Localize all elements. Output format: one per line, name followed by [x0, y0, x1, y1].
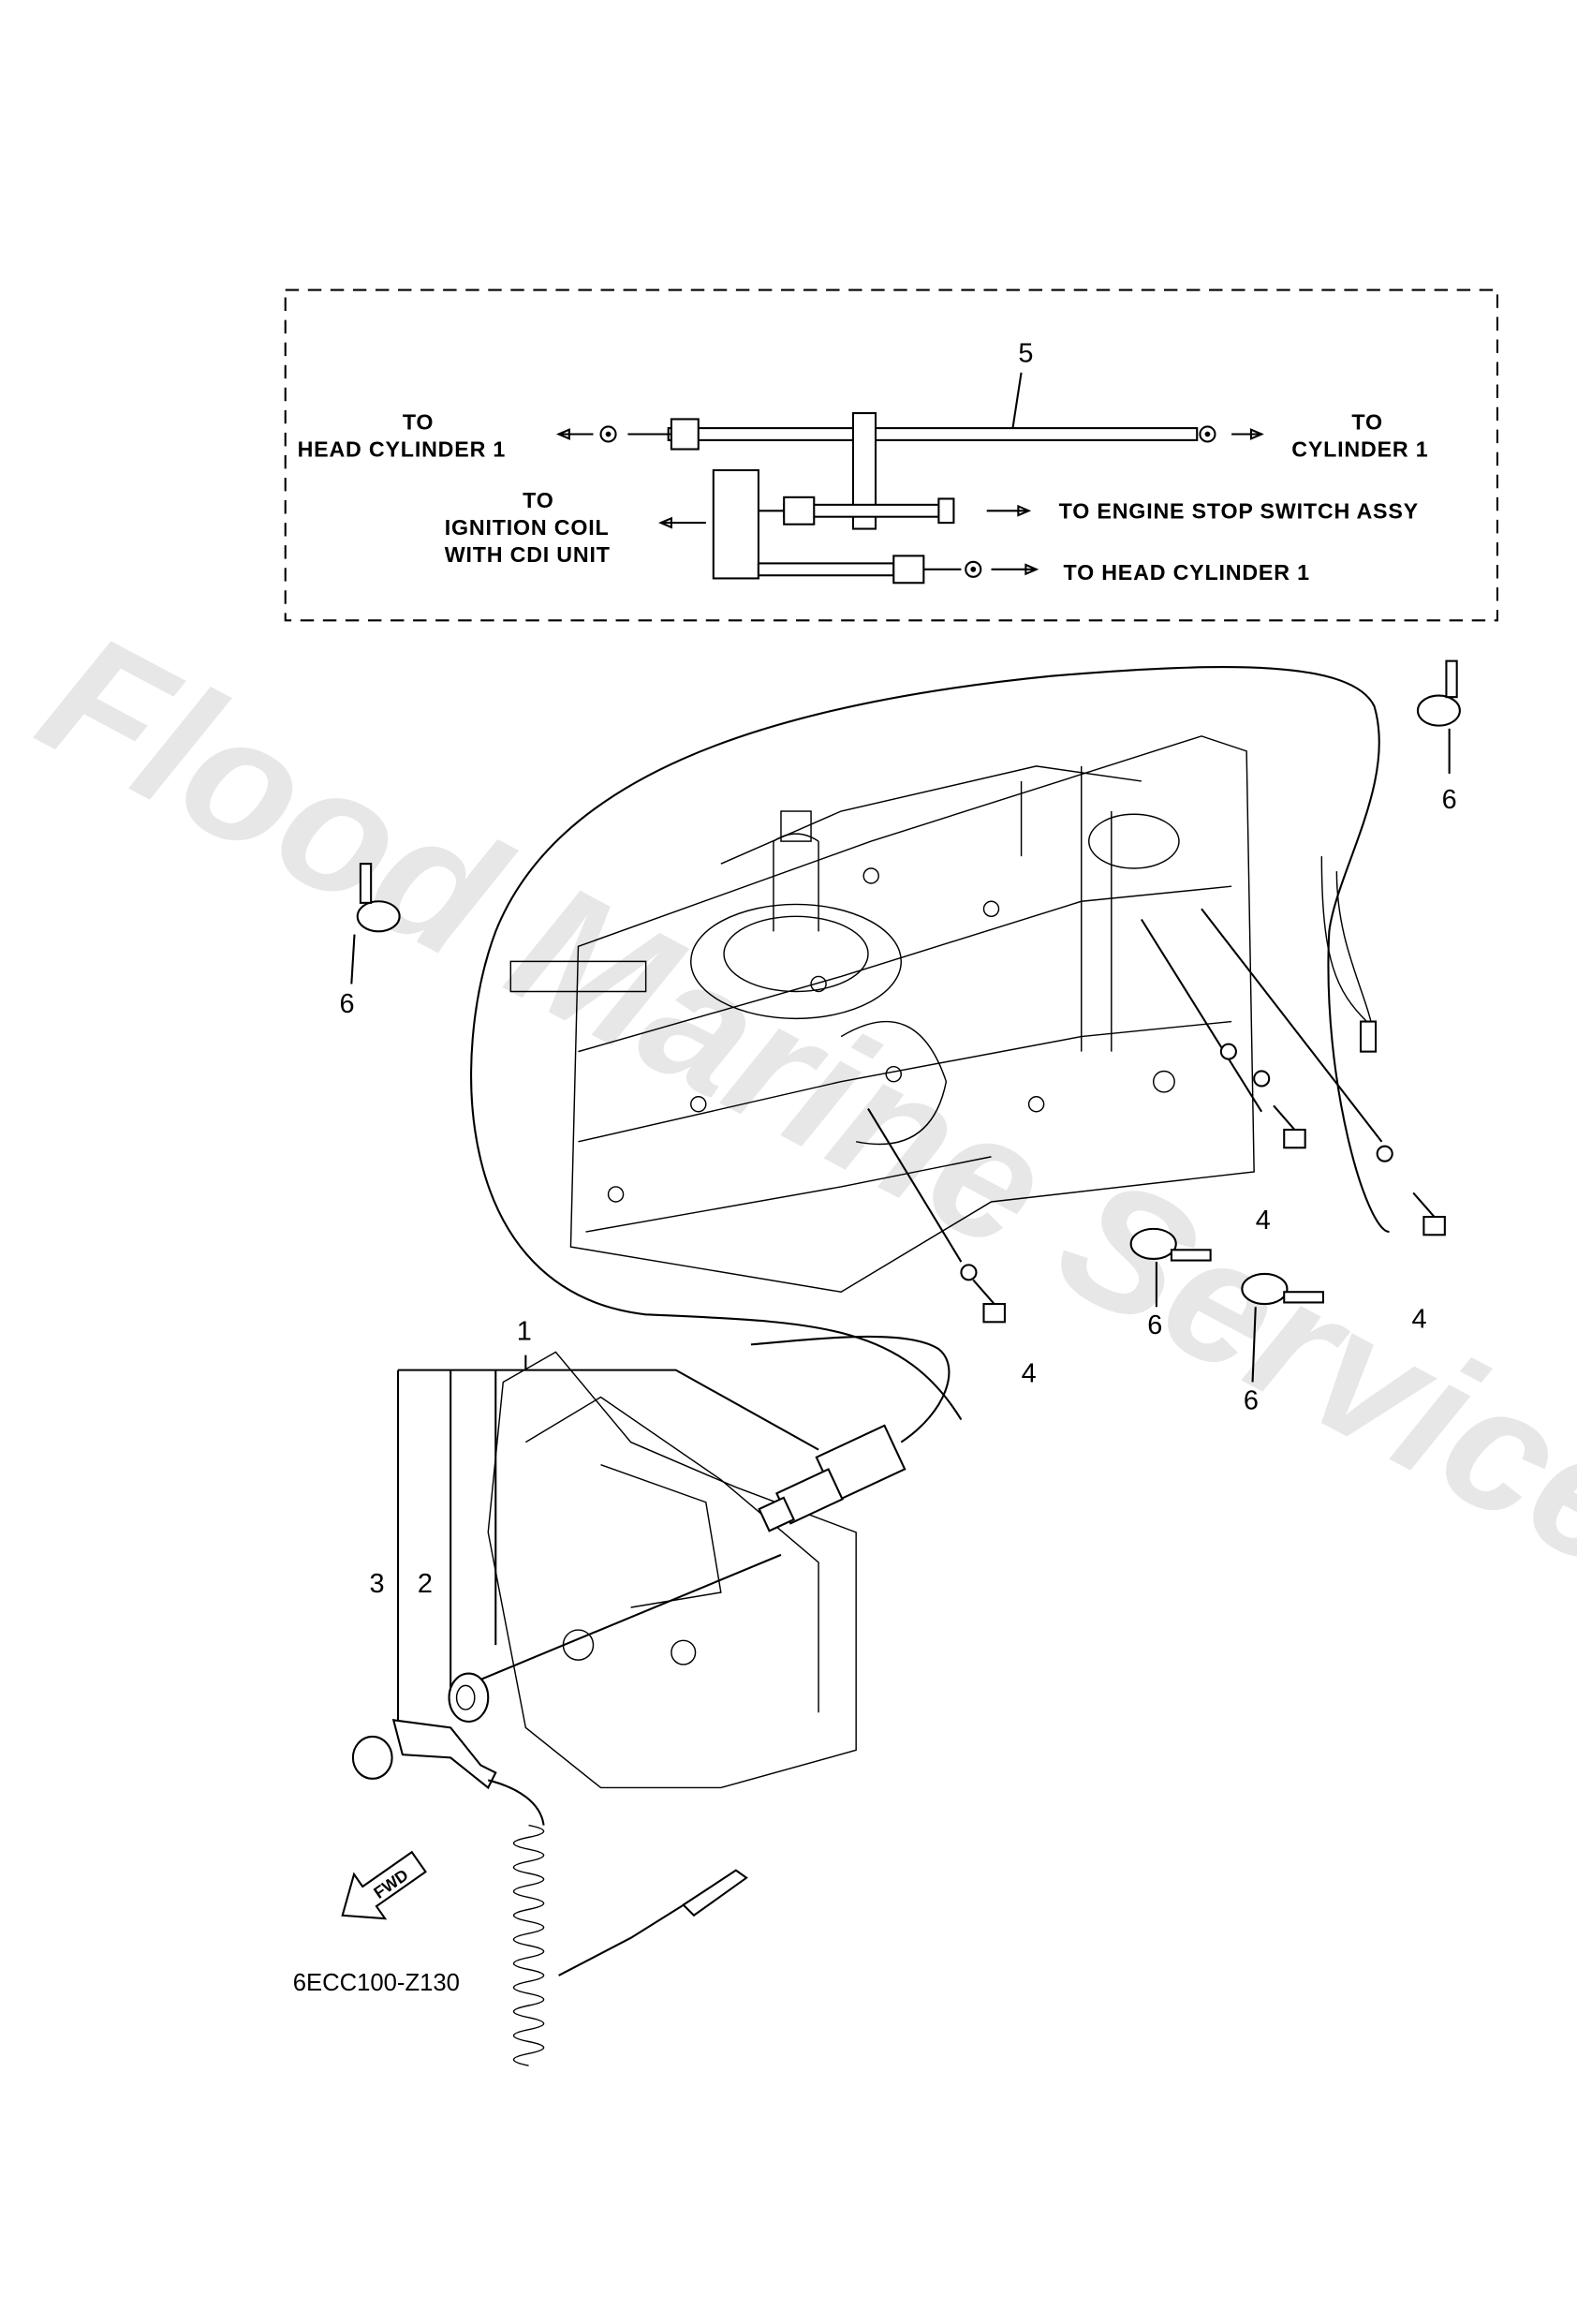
ground-leads — [867, 856, 1393, 1281]
clamp-6 — [350, 659, 1461, 1383]
label-to-cylinder-1: TO — [1351, 410, 1382, 435]
callout-4: 4 — [1412, 1305, 1427, 1335]
engine-stop-switch — [396, 1335, 951, 1728]
label-to-ignition-3: WITH CDI UNIT — [445, 542, 611, 567]
callout-6: 6 — [1147, 1310, 1162, 1340]
stop-switch-parts — [351, 1672, 748, 2066]
label-to-head-cyl-bottom: TO HEAD CYLINDER 1 — [1063, 560, 1309, 585]
wire-harness-outline — [470, 666, 1390, 1421]
bottom-cowling — [479, 1351, 857, 1789]
callout-4: 4 — [1256, 1206, 1271, 1236]
label-to-head-cyl-left-2: HEAD CYLINDER 1 — [298, 437, 507, 462]
callout-5: 5 — [1018, 339, 1033, 369]
label-to-ignition-2: IGNITION COIL — [445, 515, 610, 540]
callout-6: 6 — [1244, 1385, 1259, 1415]
label-to-engine-stop: TO ENGINE STOP SWITCH ASSY — [1059, 498, 1419, 523]
label-to-head-cyl-left-1: TO — [403, 410, 434, 435]
label-to-cylinder-2: CYLINDER 1 — [1291, 437, 1428, 462]
wiring-inset: 5 TO HEAD CYLINDER 1 TO CYLINDER 1 TO IG… — [284, 289, 1499, 622]
callout-6: 6 — [1442, 785, 1457, 815]
diagram-code: 6ECC100-Z130 — [293, 1970, 460, 1996]
label-to-ignition-1: TO — [523, 488, 553, 512]
callout-6: 6 — [339, 989, 354, 1019]
callout-4: 4 — [1022, 1358, 1037, 1388]
bolt-4 — [972, 1104, 1446, 1324]
fwd-arrow[interactable]: FWD — [327, 1840, 435, 1937]
callout-1: 1 — [517, 1317, 532, 1347]
callout-2: 2 — [418, 1569, 433, 1599]
engine-block — [509, 735, 1255, 1293]
callout-3: 3 — [370, 1569, 385, 1599]
